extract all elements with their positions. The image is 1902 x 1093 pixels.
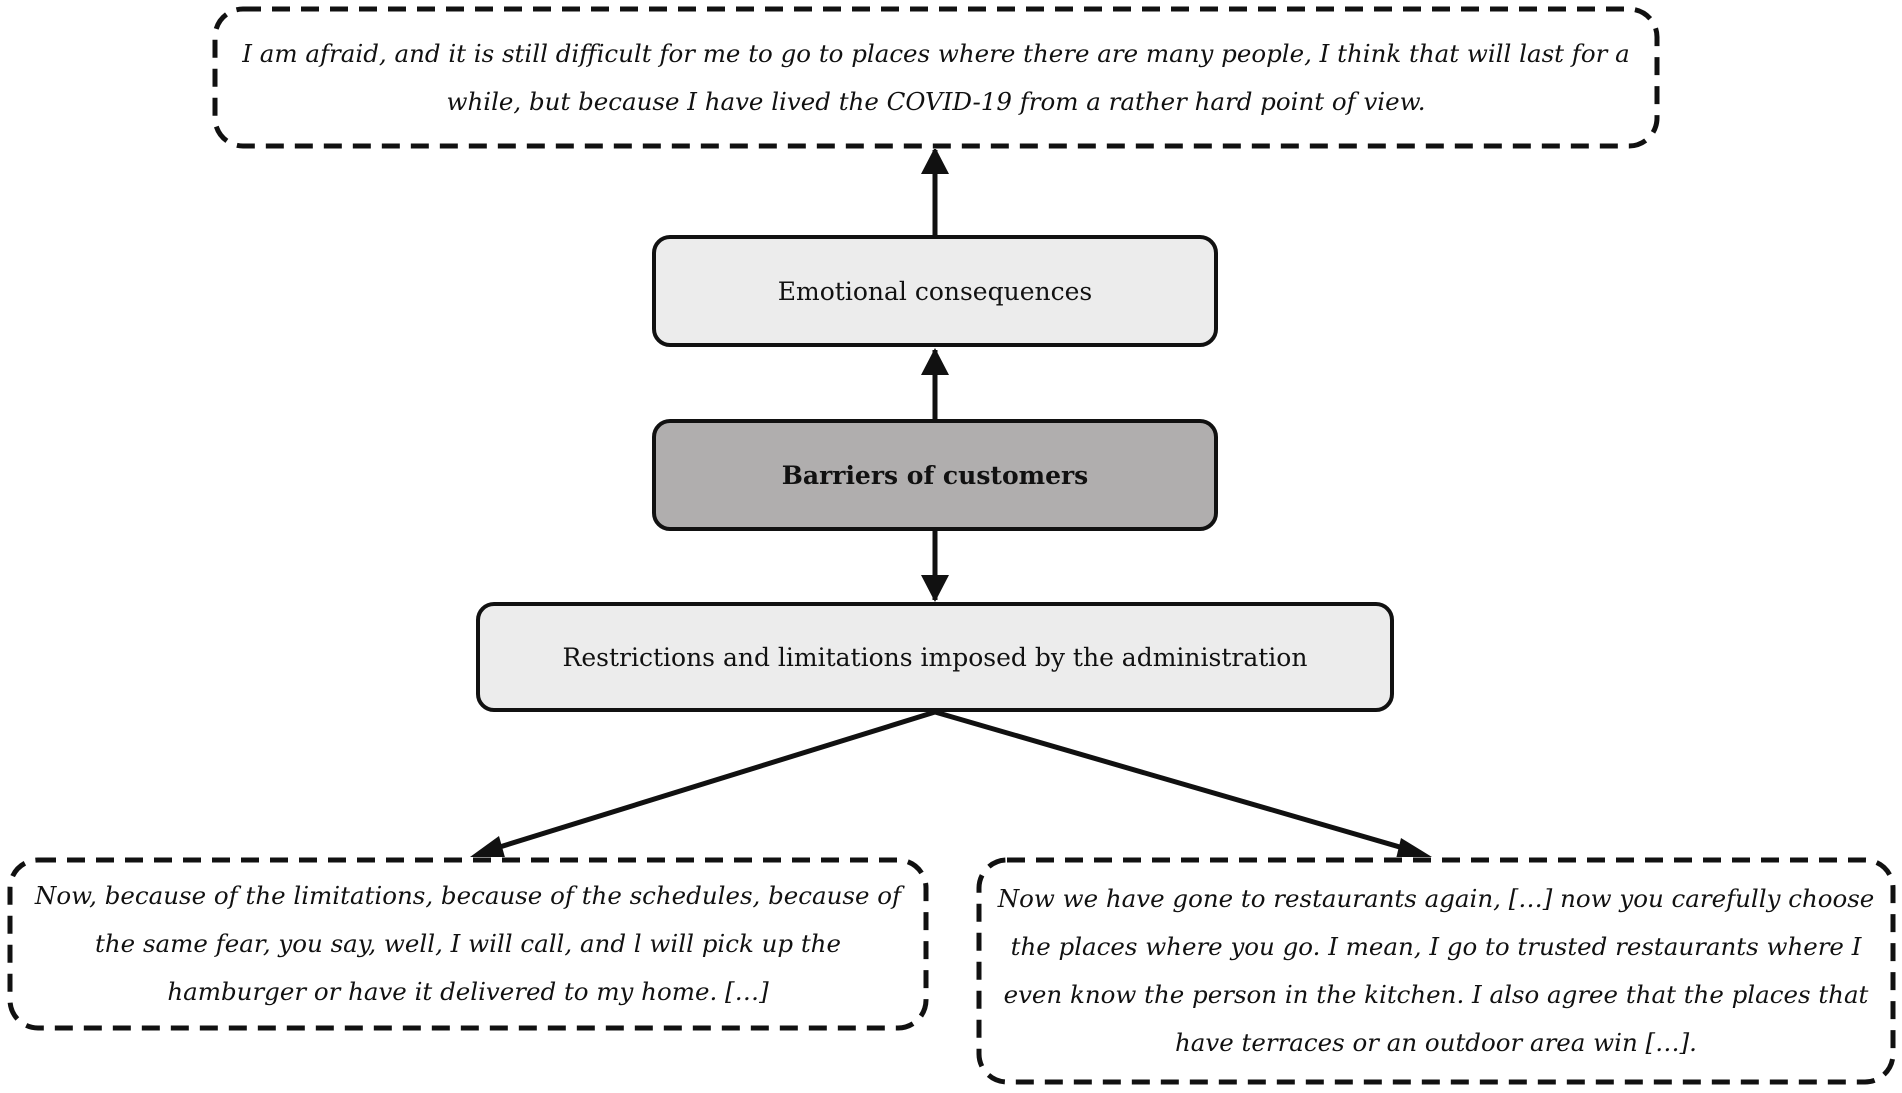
restrictions-box: Restrictions and limitations imposed by … — [476, 602, 1394, 712]
emotional-consequences-box: Emotional consequences — [652, 235, 1218, 347]
arrow-restrictions-to-quote-right — [934, 709, 1411, 853]
arrowhead-emotional — [921, 348, 949, 375]
barriers-of-customers-box: Barriers of customers — [652, 419, 1218, 531]
quote-left-border — [7, 857, 929, 1031]
arrowhead-restrictions — [921, 575, 949, 602]
quote-right-box: Now we have gone to restaurants again, [… — [976, 857, 1896, 1085]
quote-top-border — [212, 6, 1660, 149]
quote-left-box: Now, because of the limitations, because… — [7, 857, 929, 1031]
arrowhead-quote-top — [921, 147, 949, 174]
quote-top-box: I am afraid, and it is still difficult f… — [212, 6, 1660, 149]
restrictions-label: Restrictions and limitations imposed by … — [562, 642, 1308, 672]
quote-left-text: Now, because of the limitations, because… — [34, 881, 902, 1006]
emotional-consequences-label: Emotional consequences — [777, 276, 1093, 306]
quote-right-border — [976, 857, 1896, 1085]
arrow-restrictions-to-quote-left — [489, 709, 936, 853]
quote-right-text: Now we have gone to restaurants again, [… — [997, 884, 1875, 1057]
barriers-of-customers-label: Barriers of customers — [781, 460, 1089, 490]
quote-top-text: I am afraid, and it is still difficult f… — [242, 38, 1630, 116]
